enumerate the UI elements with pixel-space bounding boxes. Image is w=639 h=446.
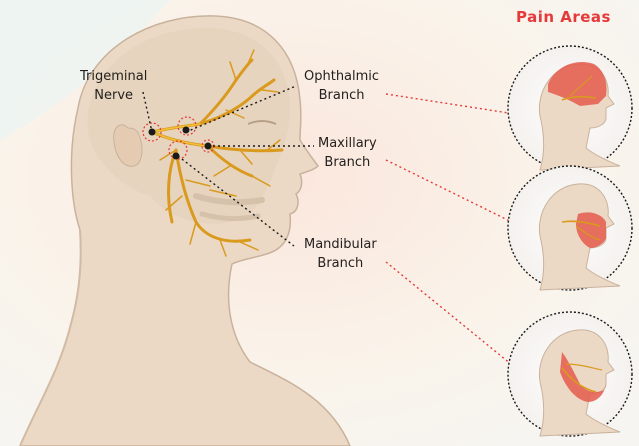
pain-area-maxillary: [508, 166, 632, 290]
maxillary-marker-dot: [205, 143, 212, 150]
mandibular-marker-dot: [173, 153, 180, 160]
label-ophthalmic-branch: Ophthalmic Branch: [304, 67, 379, 105]
label-ophthalmic-line2: Branch: [304, 86, 379, 105]
label-ophthalmic-line1: Ophthalmic: [304, 67, 379, 86]
pain-area-mandibular: [508, 312, 632, 436]
pain-area-ophthalmic: [508, 46, 632, 170]
label-maxillary-line2: Branch: [318, 153, 377, 172]
label-trigeminal-line2: Nerve: [80, 86, 147, 105]
trigeminal-marker-dot: [149, 129, 156, 136]
label-mandibular-branch: Mandibular Branch: [304, 235, 377, 273]
label-mandibular-line1: Mandibular: [304, 235, 377, 254]
pain-areas-title: Pain Areas: [516, 8, 611, 26]
label-trigeminal-nerve: Trigeminal Nerve: [80, 67, 147, 105]
ophthalmic-marker-dot: [183, 127, 190, 134]
label-mandibular-line2: Branch: [304, 254, 377, 273]
label-maxillary-line1: Maxillary: [318, 134, 377, 153]
label-trigeminal-line1: Trigeminal: [80, 67, 147, 86]
label-maxillary-branch: Maxillary Branch: [318, 134, 377, 172]
